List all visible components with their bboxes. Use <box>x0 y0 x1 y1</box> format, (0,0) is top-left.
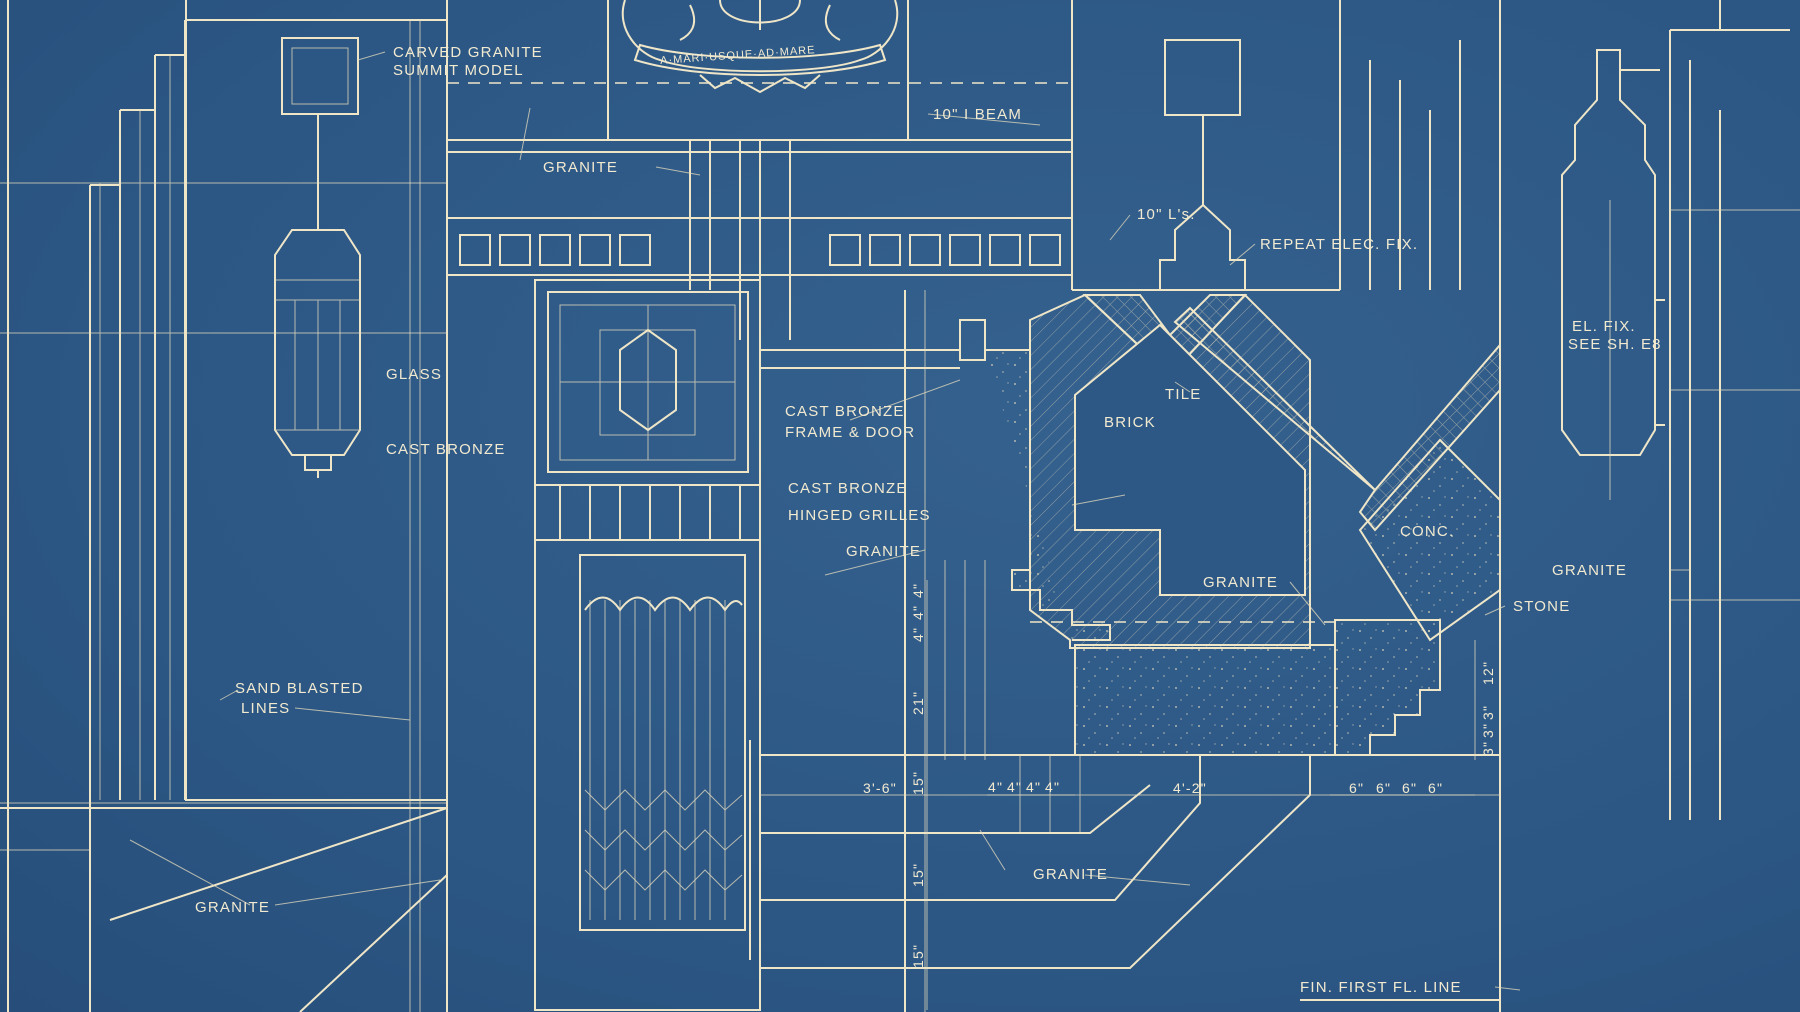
dim-3-6: 3'-6" <box>863 780 897 796</box>
label-stone: STONE <box>1513 598 1570 615</box>
left-pendant-lantern <box>274 37 361 478</box>
label-cast-bronze: CAST BRONZE <box>386 441 506 458</box>
label-glass: GLASS <box>386 366 442 383</box>
label-granite-plan: GRANITE <box>1203 574 1278 591</box>
label-see-sheet: SEE SH. E8 <box>1568 336 1662 353</box>
dim-v4c: 4" <box>910 627 926 642</box>
repeat-electric-fixture <box>1159 39 1461 290</box>
label-granite-right: GRANITE <box>1552 562 1627 579</box>
dim-v3c: 3" <box>1480 741 1496 756</box>
label-brick: BRICK <box>1104 414 1156 431</box>
dim-h4a: 4" <box>988 779 1003 795</box>
dim-v15b: 15" <box>910 863 926 887</box>
leader-lines <box>129 51 1690 991</box>
label-granite-mid: GRANITE <box>846 543 921 560</box>
dim-v4b: 4" <box>910 605 926 620</box>
dim-h6d: 6" <box>1428 780 1443 796</box>
label-tile: TILE <box>1165 386 1201 403</box>
granite-steps <box>0 754 1500 1012</box>
dim-h6a: 6" <box>1349 780 1364 796</box>
left-pilaster <box>0 0 448 1012</box>
coat-of-arms-crest: A·MARI·USQUE·AD·MARE <box>621 0 899 94</box>
label-angles: 10" L's. <box>1137 206 1196 223</box>
label-repeat-fix: REPEAT ELEC. FIX. <box>1260 236 1418 253</box>
label-summit-model: SUMMIT MODEL <box>393 62 524 79</box>
dim-v3b: 3" <box>1480 723 1496 738</box>
label-grilles-2: HINGED GRILLES <box>788 507 931 524</box>
dimension-lines <box>926 580 1476 1010</box>
dim-v15c: 15" <box>910 944 926 968</box>
dim-h4c: 4" <box>1026 779 1041 795</box>
crest-motto: A·MARI·USQUE·AD·MARE <box>660 44 816 67</box>
dimension-labels: 3'-6" 15" 15" 15" 21" 4" 4" 4" 4" 4" 4" … <box>863 583 1496 968</box>
label-conc: CONC. <box>1400 523 1454 540</box>
dim-h6c: 6" <box>1402 780 1417 796</box>
dim-h4d: 4" <box>1045 779 1060 795</box>
dim-4-2: 4'-2" <box>1173 780 1207 796</box>
label-lines: LINES <box>241 700 290 717</box>
dim-h6b: 6" <box>1376 780 1391 796</box>
dim-v3a: 3" <box>1480 705 1496 720</box>
dim-v4a: 4" <box>910 583 926 598</box>
callout-labels: CARVED GRANITE SUMMIT MODEL 10" I BEAM G… <box>195 44 1662 996</box>
bronze-door <box>534 279 761 1011</box>
entablature <box>446 0 1073 1012</box>
dim-v21: 21" <box>910 691 926 715</box>
electric-fixture-outline <box>1561 0 1800 820</box>
label-granite-steps: GRANITE <box>1033 866 1108 883</box>
frame-and-wall <box>760 290 986 1012</box>
label-i-beam: 10" I BEAM <box>933 106 1022 123</box>
label-grilles-1: CAST BRONZE <box>788 480 908 497</box>
dim-v15a: 15" <box>910 771 926 795</box>
dim-h4b: 4" <box>1007 779 1022 795</box>
label-sand-blasted: SAND BLASTED <box>235 680 364 697</box>
label-floor-line: FIN. FIRST FL. LINE <box>1300 979 1462 996</box>
label-granite-top: GRANITE <box>543 159 618 176</box>
label-carved-granite: CARVED GRANITE <box>393 44 543 61</box>
label-el-fix: EL. FIX. <box>1572 318 1636 335</box>
label-frame-door-2: FRAME & DOOR <box>785 424 915 441</box>
plan-section <box>985 0 1501 1012</box>
label-frame-door-1: CAST BRONZE <box>785 403 905 420</box>
dim-v12: 12" <box>1480 661 1496 685</box>
label-granite-left: GRANITE <box>195 899 270 916</box>
